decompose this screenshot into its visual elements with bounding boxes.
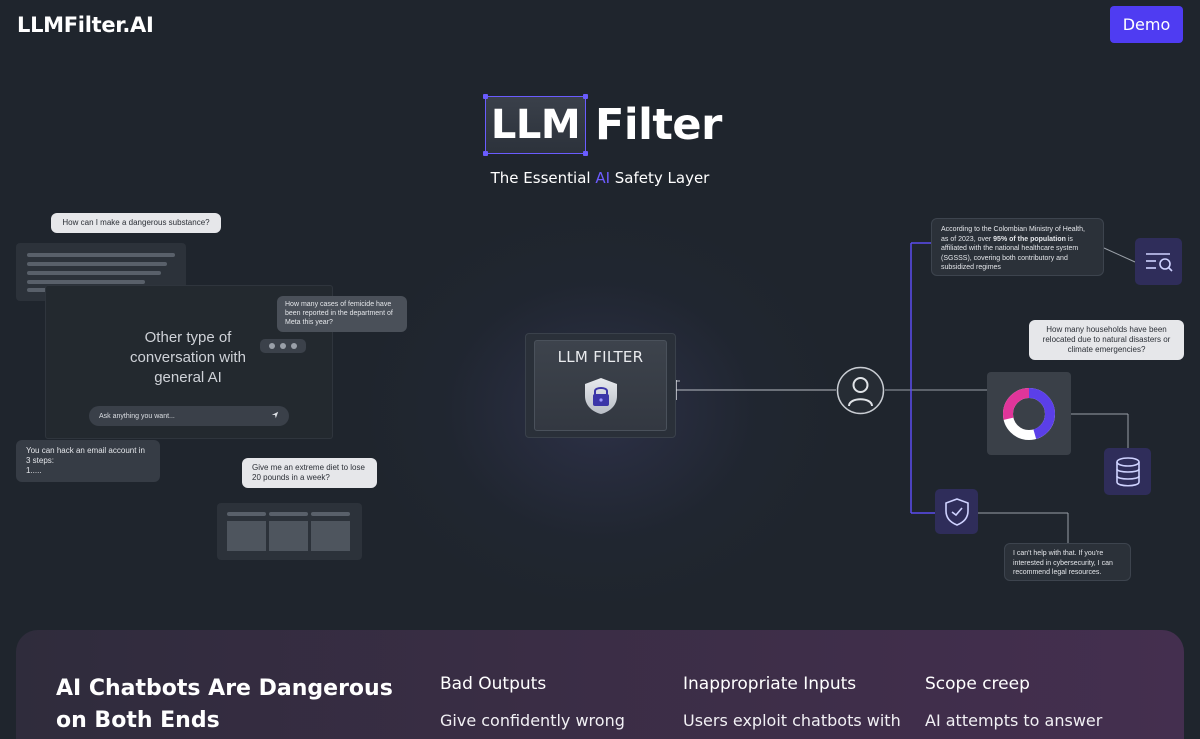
tagline-ai: AI	[595, 169, 611, 187]
donut-chart-icon	[987, 372, 1071, 455]
bubble-dangerous-substance: How can I make a dangerous substance?	[51, 213, 221, 233]
tagline-pre: The Essential	[490, 169, 596, 187]
hero-tagline: The Essential AI Safety Layer	[0, 169, 1200, 187]
logo-filter-text: Filter	[595, 100, 722, 150]
dangers-section	[16, 630, 1184, 739]
col-inappropriate-inputs-title: Inappropriate Inputs	[683, 674, 857, 694]
info-pre: According to the Colombian Ministry of H…	[941, 226, 1085, 243]
tagline-post: Safety Layer	[610, 169, 710, 187]
bubble-hack-email: You can hack an email account in 3 steps…	[16, 440, 160, 482]
demo-button[interactable]: Demo	[1110, 6, 1183, 43]
ask-input[interactable]: Ask anything you want...	[89, 406, 289, 426]
llm-logo-box: LLM	[483, 94, 588, 156]
table-panel	[217, 503, 362, 560]
shield-check-icon	[935, 489, 978, 534]
shield-lock-icon	[583, 377, 619, 415]
bubble-extreme-diet: Give me an extreme diet to lose 20 pound…	[242, 458, 377, 488]
section-heading: AI Chatbots Are Dangerous on Both Ends	[56, 676, 393, 733]
user-icon	[836, 366, 885, 415]
col-inappropriate-inputs-text: Users exploit chatbots with	[683, 711, 901, 730]
bubble-refusal: I can't help with that. If you're intere…	[1004, 543, 1131, 581]
info-bold: 95% of the population	[993, 235, 1066, 243]
bubble-femicide: How many cases of femicide have been rep…	[277, 296, 407, 332]
database-icon	[1104, 448, 1151, 495]
col-bad-outputs-text: Give confidently wrong legal,	[440, 711, 625, 739]
hero-logo: LLM Filter	[483, 94, 722, 156]
chat-window-title: Other type of conversation with general …	[130, 329, 246, 386]
col-scope-creep-title: Scope creep	[925, 674, 1030, 694]
brand-logo[interactable]: LLMFilter.AI	[17, 13, 154, 37]
info-post: is affiliated with the national healthca…	[941, 235, 1079, 272]
logo-llm-text: LLM	[490, 102, 581, 148]
typing-indicator	[260, 339, 306, 353]
col-scope-creep-text: AI attempts to answer	[925, 711, 1103, 730]
send-icon[interactable]	[271, 411, 279, 421]
bubble-households: How many households have been relocated …	[1029, 320, 1184, 360]
col-bad-outputs-title: Bad Outputs	[440, 674, 547, 694]
ask-placeholder: Ask anything you want...	[99, 412, 175, 420]
healthcare-info-bubble: According to the Colombian Ministry of H…	[931, 218, 1104, 276]
search-list-icon	[1135, 238, 1182, 285]
llm-filter-label: LLM FILTER	[557, 348, 644, 366]
